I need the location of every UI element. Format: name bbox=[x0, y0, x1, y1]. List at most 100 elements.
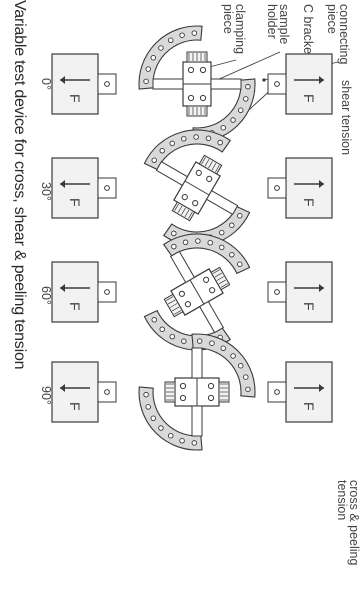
clamping-hatch bbox=[167, 299, 176, 305]
force-arrowhead-bottom bbox=[60, 284, 65, 292]
connecting-piece-top bbox=[267, 177, 287, 199]
clamping-hatch bbox=[212, 269, 221, 274]
connecting-piece-top bbox=[267, 73, 287, 95]
force-block-top bbox=[285, 261, 333, 323]
rotating-assembly bbox=[138, 333, 256, 451]
clamping-hatch bbox=[188, 211, 193, 220]
clamp-bolt-2 bbox=[207, 382, 215, 390]
clamp-bolt-3 bbox=[179, 382, 187, 390]
c-bracket-lower-hole bbox=[191, 30, 198, 36]
force-label-bottom: F bbox=[67, 94, 83, 103]
connecting-piece-bottom bbox=[97, 281, 117, 303]
c-bracket-lower-hole bbox=[179, 32, 185, 38]
clamping-hatch bbox=[215, 164, 220, 173]
force-block-top bbox=[285, 53, 333, 115]
c-bracket-upper-hole bbox=[159, 326, 165, 333]
c-bracket-upper-hole bbox=[167, 432, 174, 439]
c-bracket-upper-hole bbox=[191, 440, 198, 446]
c-bracket-lower-hole bbox=[220, 345, 227, 352]
force-block-bottom bbox=[51, 157, 99, 219]
connecting-pin-bottom bbox=[104, 389, 110, 395]
clamp-bolt-3 bbox=[178, 290, 185, 297]
c-bracket-lower-hole bbox=[196, 338, 203, 344]
c-bracket-upper-hole bbox=[151, 317, 157, 323]
c-bracket-lower-hole bbox=[181, 135, 187, 142]
clamping-hatch bbox=[184, 209, 190, 218]
clamp-bolt-0 bbox=[207, 394, 215, 402]
connecting-pin-top bbox=[274, 81, 280, 87]
force-arrowhead-bottom bbox=[60, 384, 65, 392]
force-block-top bbox=[285, 157, 333, 219]
bracket-arm-lower bbox=[155, 160, 189, 187]
c-bracket-lower-hole bbox=[237, 362, 244, 369]
c-bracket-lower-hole bbox=[217, 139, 223, 146]
clamping-hatch bbox=[181, 207, 186, 216]
figure-caption: Variable test device for cross, shear & … bbox=[11, 0, 28, 370]
c-bracket-upper-hole bbox=[243, 96, 249, 102]
c-bracket-lower-hole bbox=[167, 37, 174, 44]
c-bracket-lower-hole bbox=[143, 78, 149, 85]
clamping-hatch bbox=[169, 303, 178, 308]
angle-label: 0° bbox=[39, 78, 53, 90]
c-bracket-lower-hole bbox=[230, 353, 236, 359]
bracket-arm-upper bbox=[210, 78, 242, 90]
force-arrowhead-top bbox=[319, 180, 324, 188]
rotating-assembly bbox=[143, 129, 251, 247]
c-bracket-lower-hole bbox=[171, 243, 177, 250]
connecting-pin-top bbox=[274, 185, 280, 191]
sample-holder-split bbox=[184, 180, 210, 196]
connecting-pin-bottom bbox=[104, 185, 110, 191]
clamping-hatch bbox=[218, 279, 227, 285]
connecting-piece-bottom bbox=[97, 177, 117, 199]
clamping-hatch bbox=[211, 162, 217, 171]
c-bracket-upper-hole bbox=[181, 338, 187, 345]
bracket-arm-upper bbox=[198, 300, 225, 334]
force-label-bottom: F bbox=[67, 402, 83, 411]
clamp-bolt-2 bbox=[187, 66, 195, 74]
force-block-bottom bbox=[51, 53, 99, 115]
clamp-bolt-1 bbox=[184, 301, 191, 308]
angle-label: 30° bbox=[39, 182, 53, 201]
connecting-piece-bottom bbox=[97, 73, 117, 95]
clamping-hatch bbox=[204, 158, 210, 167]
rotating-assembly bbox=[143, 233, 251, 351]
rotating-assembly bbox=[138, 25, 256, 143]
clamping-hatch bbox=[171, 306, 180, 312]
bracket-arm-upper bbox=[191, 405, 203, 437]
clamping-hatch bbox=[177, 205, 183, 214]
angle-label: 90° bbox=[39, 386, 53, 405]
sample-holder-split bbox=[189, 279, 205, 305]
c-bracket-upper-hole bbox=[237, 107, 244, 114]
bracket-arm-lower bbox=[191, 347, 203, 379]
leader-dot-0 bbox=[262, 78, 266, 82]
c-bracket-lower-hole bbox=[229, 251, 235, 258]
c-bracket-lower-hole bbox=[158, 45, 164, 51]
clamp-bolt-2 bbox=[195, 169, 202, 176]
clamp-bolt-3 bbox=[181, 194, 188, 201]
c-bracket-lower-hole bbox=[218, 244, 225, 251]
connecting-piece-top bbox=[267, 281, 287, 303]
c-bracket-upper-hole bbox=[179, 438, 185, 444]
clamping-hatch bbox=[220, 283, 229, 288]
c-bracket-upper-hole bbox=[150, 415, 157, 422]
clamping-hatch bbox=[173, 310, 182, 315]
connecting-pin-top bbox=[274, 389, 280, 395]
c-bracket-lower-hole bbox=[159, 147, 165, 154]
force-label-top: F bbox=[301, 402, 317, 411]
c-bracket-upper-hole bbox=[229, 222, 235, 229]
clamp-bolt-0 bbox=[209, 287, 216, 294]
c-bracket-lower-hole bbox=[182, 239, 189, 246]
c-bracket-lower-hole bbox=[169, 140, 176, 147]
force-arrowhead-top bbox=[319, 76, 324, 84]
force-label-bottom: F bbox=[67, 302, 83, 311]
c-bracket-lower-hole bbox=[243, 374, 249, 380]
c-bracket-lower-hole bbox=[145, 66, 151, 72]
clamping-hatch bbox=[201, 156, 206, 165]
c-bracket-lower-hole bbox=[237, 261, 243, 267]
device-config-90: F F 90° bbox=[39, 333, 333, 451]
c-bracket-upper-hole bbox=[143, 391, 149, 398]
